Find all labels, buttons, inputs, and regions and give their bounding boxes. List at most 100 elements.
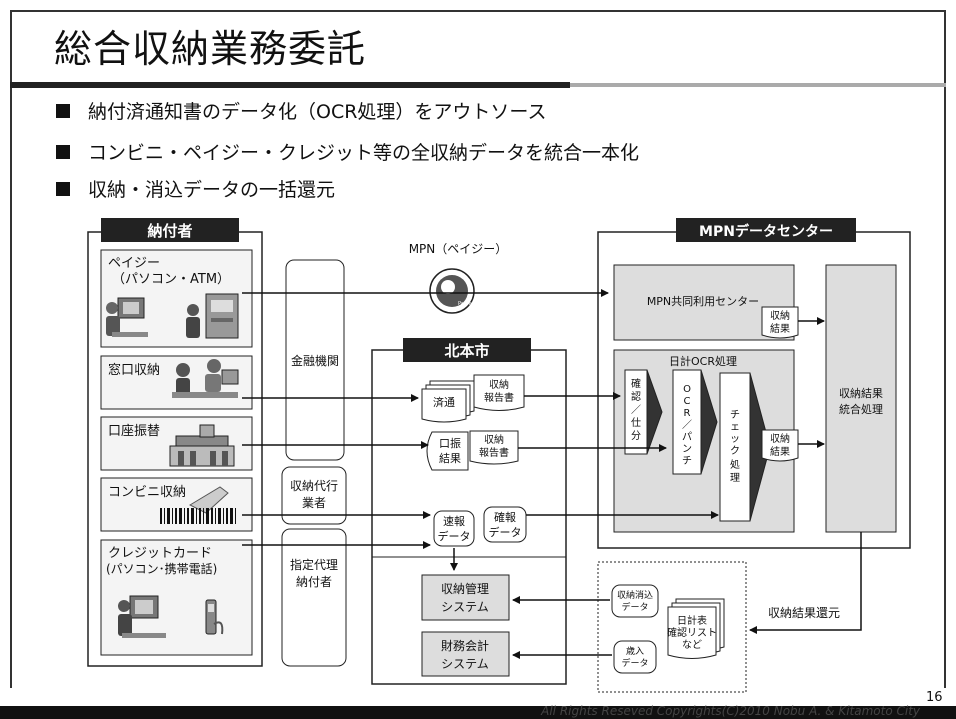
bank-box <box>285 259 345 461</box>
vertical-char: 仕 <box>631 416 641 429</box>
title-rule-light <box>570 83 946 87</box>
agent-label: 収納代行 <box>290 479 338 493</box>
bullet-text: コンビニ・ペイジー・クレジット等の全収納データを統合一本化 <box>88 142 640 164</box>
vertical-char: ェ <box>730 422 740 433</box>
confirm-label: 確報 <box>494 510 516 524</box>
bullet-text: 収納・消込データの一括還元 <box>88 179 336 201</box>
vertical-char: 分 <box>631 430 641 442</box>
payment-report-doc-2: 収納 報告書 <box>469 430 519 465</box>
bullet-text: 納付済通知書のデータ化（OCR処理）をアウトソース <box>88 101 547 123</box>
vertical-char: 認 <box>631 390 641 403</box>
shared-center-label: MPN共同利用センター <box>647 295 759 308</box>
payer-label: 口座振替 <box>108 424 160 439</box>
vertical-char: 確 <box>631 377 641 390</box>
return-data-group <box>597 561 747 693</box>
computer-user-icon <box>106 297 148 337</box>
vertical-char: 理 <box>730 472 740 484</box>
ocr-title: 日計OCR処理 <box>669 354 737 368</box>
transfer-result-doc: 口振 結果 <box>426 431 469 471</box>
report-label: 収納 <box>489 378 509 391</box>
daily-label: など <box>682 639 702 651</box>
quick-label: データ <box>438 529 471 543</box>
pc-user-icon <box>118 595 166 638</box>
settled-notice-docs: 済通 <box>421 380 475 423</box>
payer-header-bg <box>101 218 239 242</box>
payer-label: コンビニ収納 <box>108 485 186 500</box>
slide-border-left <box>10 88 12 688</box>
payer-sublabel: (パソコン･携帯電話) <box>106 561 217 576</box>
daily-ocr-process: 日計OCR処理 確 認 ／ 仕 分 O C R ／ パ ン チ <box>613 349 799 533</box>
payer-direct-debit: 口座振替 <box>100 416 253 471</box>
daily-label: 確認リスト <box>667 626 717 639</box>
vertical-char: チ <box>682 455 692 467</box>
check-process-text: チ ェ ッ ク 処 理 <box>730 409 740 484</box>
payer-sublabel: （パソコン・ATM） <box>112 272 230 287</box>
ocr-punch-text: O C R ／ パ ン チ <box>682 384 692 467</box>
bank-label: 金融機関 <box>291 353 339 368</box>
bullet-item: 収納・消込データの一括還元 <box>56 175 335 202</box>
payer-credit-card: クレジットカード (パソコン･携帯電話) <box>100 539 253 656</box>
transfer-label: 結果 <box>439 451 461 465</box>
clearance-data-doc: 収納消込 データ <box>611 584 659 618</box>
city-header: 北本市 <box>444 342 489 360</box>
daily-report-docs: 日計表 確認リスト など <box>667 598 725 659</box>
report-label: 報告書 <box>479 446 509 459</box>
bullet-square-icon <box>56 182 70 196</box>
result-label: 結果 <box>770 322 790 335</box>
daily-label: 日計表 <box>677 614 707 627</box>
vertical-char: チ <box>730 409 740 421</box>
confirm-label: データ <box>489 525 522 539</box>
payer-convenience-store: コンビニ収納 <box>100 477 253 532</box>
report-label: 収納 <box>484 433 504 446</box>
integrated-label: 収納結果 <box>839 386 883 400</box>
vertical-char: ン <box>682 444 692 455</box>
vertical-char: O <box>683 384 691 395</box>
system-label: 収納管理 <box>441 581 489 596</box>
vertical-char: C <box>684 396 691 407</box>
system-label: システム <box>441 600 489 614</box>
vertical-char: 処 <box>730 458 740 471</box>
clear-label: データ <box>621 601 648 613</box>
barcode-scanner-icon <box>160 486 236 524</box>
payer-counter: 窓口収納 <box>100 355 253 410</box>
bullet-square-icon <box>56 104 70 118</box>
arrow-return <box>749 532 862 634</box>
confirm-sort-text: 確 認 ／ 仕 分 <box>631 377 641 442</box>
quick-data-doc: 速報 データ <box>433 510 475 547</box>
receipt-management-system: 収納管理 システム <box>421 574 510 621</box>
agent-label: 業者 <box>302 496 326 510</box>
bullet-item: 納付済通知書のデータ化（OCR処理）をアウトソース <box>56 97 546 124</box>
designated-label: 納付者 <box>296 575 332 589</box>
vertical-char: ／ <box>682 419 692 431</box>
title-rule <box>10 82 570 88</box>
integrated-label: 統合処理 <box>839 402 883 416</box>
page-number: 16 <box>926 690 943 705</box>
integrated-processing: 収納結果 統合処理 <box>825 264 897 533</box>
system-label: システム <box>441 657 489 671</box>
revenue-label: データ <box>621 657 648 669</box>
mobile-phone-icon <box>205 599 224 635</box>
vertical-char: パ <box>682 431 692 443</box>
report-label: 報告書 <box>484 391 514 404</box>
result-label: 収納 <box>770 432 790 445</box>
payer-label: 窓口収納 <box>108 362 160 378</box>
settled-label: 済通 <box>433 395 455 409</box>
bullet-square-icon <box>56 145 70 159</box>
vertical-char: R <box>684 408 691 419</box>
result-label: 結果 <box>770 445 790 458</box>
title-frame <box>10 10 946 90</box>
flow-arrows <box>242 289 862 659</box>
payer-label: クレジットカード <box>108 546 212 561</box>
vertical-char: ク <box>730 445 740 457</box>
bank-building-icon <box>169 424 235 467</box>
payer-payeasy: ペイジー （パソコン・ATM） <box>100 249 253 348</box>
copyright-text: All Rights Reseved Copyrights(C)2010 Nob… <box>541 704 920 718</box>
mpn-shared-center: MPN共同利用センター 収納 結果 <box>613 264 799 341</box>
result-label: 収納 <box>770 309 790 322</box>
quick-label: 速報 <box>443 515 465 528</box>
city-header-bg <box>403 338 531 362</box>
counter-staff-icon <box>172 359 239 398</box>
vertical-char: ／ <box>631 404 641 416</box>
